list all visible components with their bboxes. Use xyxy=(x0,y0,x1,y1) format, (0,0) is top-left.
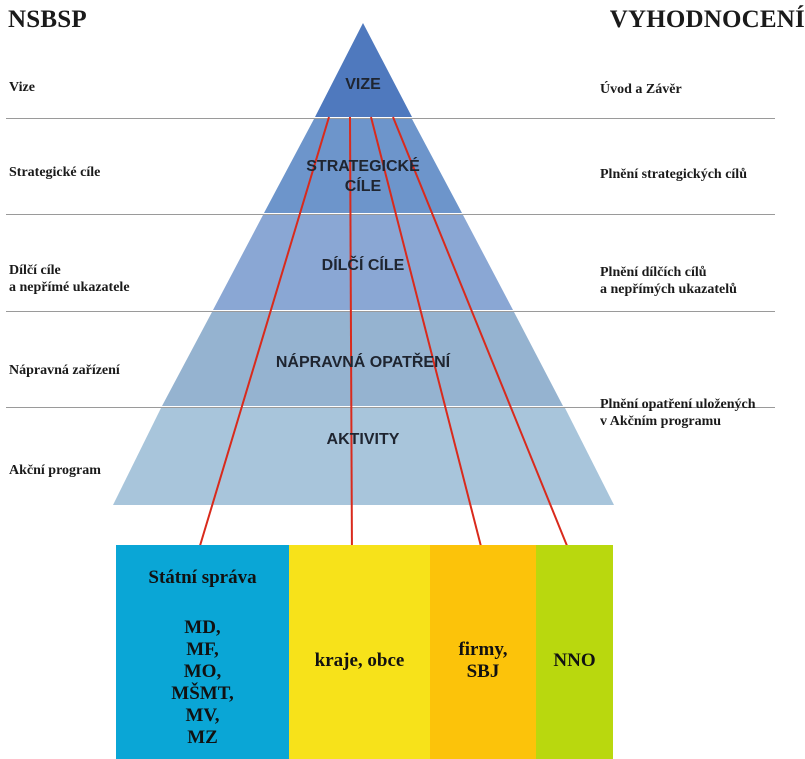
pyramid-tier-aktivity xyxy=(113,408,614,505)
box-firmy-label: firmy, SBJ xyxy=(458,639,507,683)
box-firmy: firmy, SBJ xyxy=(430,545,536,759)
box-kraje-obce: kraje, obce xyxy=(289,545,430,759)
right-label-plneni-dilci-line1: Plnění dílčích cílů xyxy=(600,265,707,280)
ministry-item: MV, xyxy=(185,705,220,726)
pyramid-label-strategicke: STRATEGICKÉ CÍLE xyxy=(283,157,443,197)
box-firmy-line1: firmy, xyxy=(458,639,508,660)
right-label-plneni-dilci-line2: a nepřímých ukazatelů xyxy=(600,282,737,297)
pyramid-label-strategicke-line2: CÍLE xyxy=(344,178,382,195)
header-nsbsp: NSBSP xyxy=(8,6,87,33)
separator-line-2 xyxy=(6,214,775,215)
separator-line-1 xyxy=(6,118,775,119)
separator-line-4 xyxy=(6,407,775,408)
box-nno-label: NNO xyxy=(553,650,596,671)
right-label-plneni-opatr: Plnění opatření uložených v Akčním progr… xyxy=(600,396,756,430)
box-nno: NNO xyxy=(536,545,613,759)
right-label-plneni-opatr-line1: Plnění opatření uložených xyxy=(600,397,756,412)
header-vyhodnoceni: VYHODNOCENÍ xyxy=(609,6,805,33)
separator-line-3 xyxy=(6,311,775,312)
pyramid-label-vize: VIZE xyxy=(345,76,381,93)
right-label-plneni-opatr-line2: v Akčním programu xyxy=(600,414,722,429)
pyramid-label-napravna: NÁPRAVNÁ OPATŘENÍ xyxy=(275,354,451,371)
ministry-item: MF, xyxy=(186,639,219,660)
box-firmy-line2: SBJ xyxy=(466,661,500,682)
pyramid-tier-vize xyxy=(315,23,412,117)
ministry-item: MZ xyxy=(187,727,218,748)
box-statni-sprava-list: MD, MF, MO, MŠMT, MV, MZ xyxy=(171,617,233,749)
right-label-uvod: Úvod a Závěr xyxy=(600,82,682,97)
arrow-statni-sprava xyxy=(192,116,330,562)
left-label-dilci: Dílčí cíle a nepřímé ukazatele xyxy=(9,262,130,296)
box-statni-sprava-title: Státní správa xyxy=(148,567,257,588)
arrow-kraje-obce xyxy=(345,116,358,564)
pyramid-label-dilci: DÍLČÍ CÍLE xyxy=(321,257,405,274)
box-kraje-obce-label: kraje, obce xyxy=(314,650,405,671)
left-label-vize: Vize xyxy=(9,80,35,95)
pyramid-label-aktivity: AKTIVITY xyxy=(326,431,400,448)
arrow-nno xyxy=(392,116,577,566)
box-statni-sprava: Státní správa MD, MF, MO, MŠMT, MV, MZ xyxy=(116,545,289,759)
pyramid-label-strategicke-line1: STRATEGICKÉ xyxy=(306,158,420,175)
right-label-plneni-strat: Plnění strategických cílů xyxy=(600,167,747,182)
arrow-firmy xyxy=(370,116,489,565)
pyramid-tier-dilci xyxy=(213,215,513,310)
left-label-akcni: Akční program xyxy=(9,463,101,478)
left-label-dilci-line2: a nepřímé ukazatele xyxy=(9,280,130,295)
pyramid-tier-strategicke xyxy=(264,119,462,213)
left-label-dilci-line1: Dílčí cíle xyxy=(9,263,61,278)
ministry-item: MŠMT, xyxy=(171,683,234,704)
right-label-plneni-dilci: Plnění dílčích cílů a nepřímých ukazatel… xyxy=(600,264,737,298)
ministry-item: MD, xyxy=(184,617,221,638)
left-label-strategicke: Strategické cíle xyxy=(9,165,101,180)
ministry-item: MO, xyxy=(183,661,222,682)
left-label-napravna: Nápravná zařízení xyxy=(9,363,120,378)
